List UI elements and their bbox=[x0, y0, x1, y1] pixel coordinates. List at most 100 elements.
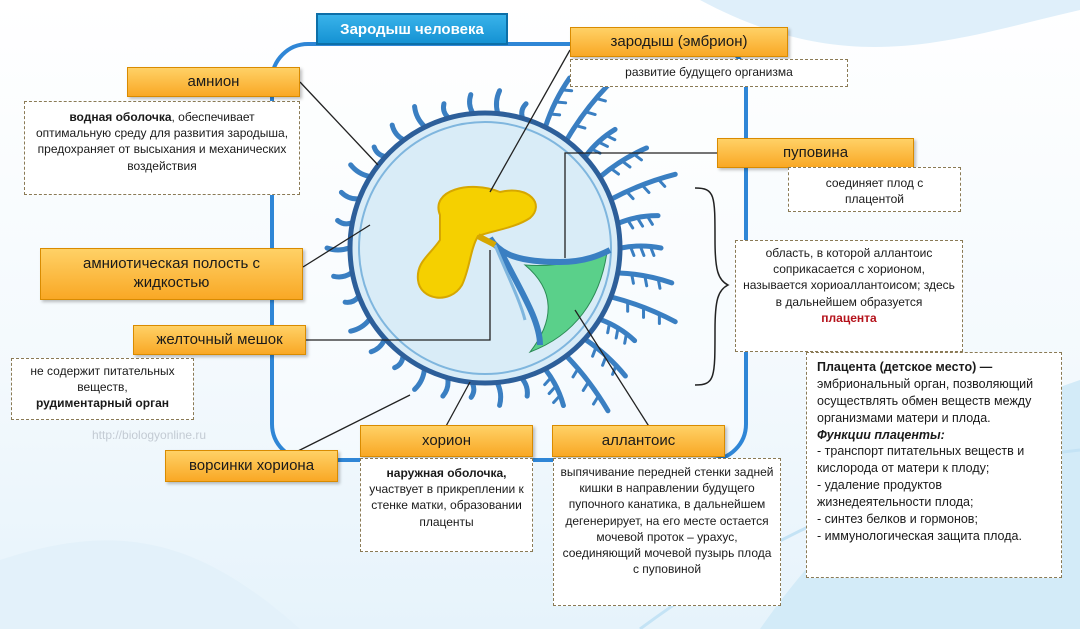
villus bbox=[618, 243, 664, 251]
villus-branch bbox=[606, 134, 617, 142]
chorion-villi bbox=[324, 75, 678, 414]
bracket bbox=[694, 187, 730, 386]
placenta-function-item: - транспорт питательных веществ и кислор… bbox=[817, 444, 1025, 476]
desc-embryo: развитие будущего организма bbox=[570, 59, 848, 87]
villus-branch bbox=[642, 185, 651, 194]
villus bbox=[324, 245, 352, 253]
villus-branch bbox=[636, 217, 645, 228]
villus bbox=[493, 88, 503, 116]
villus-branch bbox=[547, 386, 557, 396]
villus bbox=[348, 162, 372, 179]
villus bbox=[342, 294, 361, 305]
label-chorion-villi: ворсинки хориона bbox=[165, 450, 338, 482]
desc-umbilical-cord: соединяет плод с плацентой bbox=[788, 167, 961, 212]
desc-chorioallantois-text: область, в которой аллантоис соприкасает… bbox=[743, 246, 955, 309]
label-embryo: зародыш (эмбрион) bbox=[570, 27, 788, 57]
label-chorion: хорион bbox=[360, 425, 533, 457]
villus bbox=[467, 92, 475, 116]
villus-branch bbox=[630, 273, 635, 285]
villus bbox=[495, 380, 504, 408]
villus-branch bbox=[556, 100, 568, 105]
villus bbox=[348, 317, 372, 334]
villus bbox=[564, 82, 611, 142]
villus-branch bbox=[656, 278, 662, 290]
villus bbox=[616, 213, 661, 226]
villus bbox=[389, 122, 406, 142]
villus-branch bbox=[610, 167, 620, 176]
villus bbox=[583, 126, 618, 159]
villus bbox=[564, 354, 611, 414]
villus bbox=[598, 145, 650, 179]
label-umbilical-cord: пуповина bbox=[717, 138, 914, 168]
villus-branch bbox=[591, 395, 600, 406]
placenta-definition: эмбриональный орган, позволяющий осущест… bbox=[817, 376, 1034, 425]
villus bbox=[519, 376, 530, 399]
villus bbox=[371, 144, 387, 159]
villus bbox=[543, 367, 566, 409]
villus bbox=[412, 104, 427, 129]
villus bbox=[583, 337, 628, 379]
placenta-function-item: - удаление продуктов жизнедеятельности п… bbox=[817, 478, 974, 509]
watermark-url: http://biologyonline.ru bbox=[92, 428, 207, 442]
label-amnion: амнион bbox=[127, 67, 300, 97]
placenta-function-item: - синтез белков и гормонов; bbox=[817, 511, 978, 526]
desc-chorioallantois: область, в которой аллантоис соприкасает… bbox=[735, 240, 963, 352]
villus-branch bbox=[633, 153, 643, 162]
villus-branch bbox=[639, 246, 646, 257]
desc-chorion-bold: наружная оболочка, bbox=[386, 466, 507, 480]
villus-branch bbox=[643, 276, 649, 288]
villus bbox=[609, 171, 678, 202]
villus-branch bbox=[571, 368, 579, 379]
villus-branch bbox=[550, 112, 562, 117]
villus bbox=[335, 217, 354, 227]
pointer-lines bbox=[289, 49, 717, 456]
desc-yolk-text: не содержит питательных веществ, bbox=[30, 364, 175, 395]
villus bbox=[616, 270, 675, 286]
placenta-function-item: - иммунологическая защита плода. bbox=[817, 528, 1022, 543]
villus bbox=[331, 270, 354, 280]
villus-branch bbox=[601, 356, 607, 367]
villus bbox=[392, 354, 406, 371]
villus-branch bbox=[627, 219, 635, 230]
villus-branch bbox=[585, 110, 597, 117]
villus-branch bbox=[606, 323, 611, 335]
villus-branch bbox=[614, 328, 620, 340]
villus bbox=[598, 317, 638, 344]
villus bbox=[338, 189, 361, 202]
placenta-info-box: Плацента (детское место) — эмбриональный… bbox=[806, 352, 1062, 578]
villus-branch bbox=[543, 377, 552, 387]
desc-amnion-bold: водная оболочка bbox=[69, 110, 172, 124]
villus bbox=[609, 294, 678, 325]
villus-branch bbox=[649, 246, 656, 257]
villus-branch bbox=[562, 88, 574, 93]
desc-yolk-sac: не содержит питательных веществ, рудимен… bbox=[11, 358, 194, 420]
villus-branch bbox=[575, 124, 587, 130]
page-title: Зародыш человека bbox=[316, 13, 508, 45]
desc-amnion: водная оболочка, обеспечивает оптимальну… bbox=[24, 101, 300, 195]
desc-yolk-bold: рудиментарный орган bbox=[35, 396, 169, 411]
villus-branch bbox=[629, 246, 636, 257]
villus-branch bbox=[552, 395, 561, 405]
villus bbox=[519, 101, 529, 120]
placenta-functions-title: Функции плаценты: bbox=[817, 427, 945, 442]
villus-branch bbox=[626, 191, 635, 201]
villus-branch bbox=[596, 97, 607, 103]
desc-chorion: наружная оболочка, участвует в прикрепле… bbox=[360, 458, 533, 552]
villus bbox=[440, 376, 451, 399]
villus-branch bbox=[591, 347, 597, 358]
villus-branch bbox=[581, 382, 589, 392]
villus-branch bbox=[657, 178, 667, 188]
villus-branch bbox=[623, 333, 628, 345]
villus-branch bbox=[622, 160, 632, 169]
desc-chorion-text: участвует в прикреплении к стенке матки,… bbox=[369, 482, 524, 529]
villus bbox=[440, 101, 451, 120]
villus-branch bbox=[646, 215, 654, 226]
villus bbox=[543, 75, 573, 129]
label-yolk-sac: желточный мешок bbox=[133, 325, 306, 355]
desc-amnion-text: , обеспечивает оптимальную среду для раз… bbox=[35, 110, 289, 173]
desc-placenta-word: плацента bbox=[821, 310, 877, 325]
desc-allantois: выпячивание передней стенки задней кишки… bbox=[553, 458, 781, 606]
label-allantois: аллантоис bbox=[552, 425, 725, 457]
villus-branch bbox=[598, 141, 609, 148]
